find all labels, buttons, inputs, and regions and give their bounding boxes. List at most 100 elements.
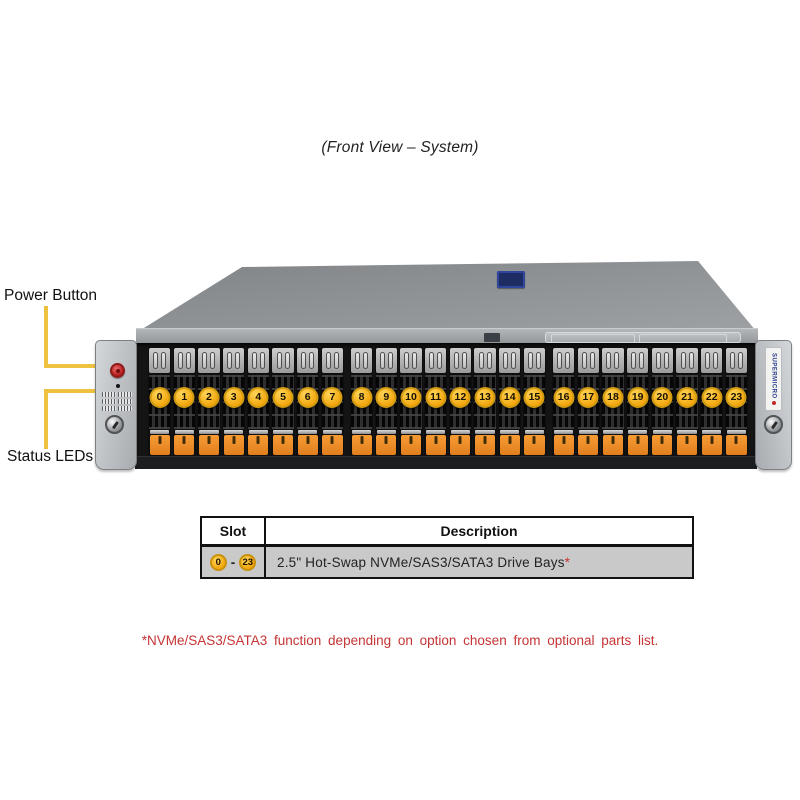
bezel-lock-left: [105, 415, 124, 434]
power-callout-line-horizontal: [44, 364, 102, 368]
description-cell: 2.5" Hot-Swap NVMe/SAS3/SATA3 Drive Bays…: [266, 547, 692, 577]
drive-bay-5: 5: [271, 346, 295, 456]
drive-slot-number: 14: [499, 386, 521, 408]
drive-handle: [425, 347, 447, 373]
drive-vent-grille: 23: [725, 374, 747, 429]
drive-vent-grille: 11: [425, 374, 447, 429]
bezel-label: [639, 334, 727, 343]
drive-release-bar: [273, 429, 293, 434]
handle-vent: [606, 351, 612, 369]
drive-slot-number: 23: [725, 386, 747, 408]
drive-handle: [627, 347, 649, 373]
power-button-label: Power Button: [4, 287, 98, 304]
drive-handle: [149, 347, 171, 373]
drive-bay-3: 3: [222, 346, 246, 456]
handle-vent: [511, 351, 517, 369]
drive-release-bar: [376, 429, 396, 434]
handle-vent: [614, 351, 620, 369]
drive-bay-13: 13: [473, 346, 497, 456]
drive-slot-number: 17: [577, 386, 599, 408]
drive-vent-grille: 13: [474, 374, 496, 429]
drive-latch: [553, 434, 574, 455]
handle-vent: [581, 351, 587, 369]
handle-vent: [309, 351, 315, 369]
led-indicator: [102, 405, 117, 411]
handle-vent: [680, 351, 686, 369]
drive-vent-grille: 12: [449, 374, 471, 429]
drive-handle: [499, 347, 521, 373]
handle-vent: [153, 351, 159, 369]
drive-bay-18: 18: [601, 346, 625, 456]
drive-slot-number: 4: [247, 386, 269, 408]
handle-vent: [655, 351, 661, 369]
drive-latch: [602, 434, 624, 455]
drive-slot-number: 10: [400, 386, 422, 408]
drive-bay-4: 4: [246, 346, 270, 456]
drive-slot-number: 0: [149, 386, 171, 408]
drive-release-bar: [652, 429, 672, 434]
handle-vent: [453, 351, 459, 369]
drive-slot-number: 12: [449, 386, 471, 408]
handle-vent: [284, 351, 290, 369]
drive-vent-grille: 10: [400, 374, 422, 429]
handle-vent: [251, 351, 257, 369]
drive-vent-grille: 3: [223, 374, 245, 429]
handle-vent: [631, 351, 637, 369]
handle-vent: [202, 351, 208, 369]
drive-slot-number: 9: [375, 386, 397, 408]
chassis-front-bezel: [136, 328, 758, 346]
drive-latch: [376, 434, 397, 455]
handle-vent: [437, 351, 443, 369]
drive-bay-8: 8: [350, 346, 374, 456]
drive-bay-20: 20: [650, 346, 674, 456]
handle-vent: [503, 351, 509, 369]
drive-release-bar: [578, 429, 598, 434]
drive-release-bar: [628, 429, 648, 434]
drive-vent-grille: 19: [627, 374, 649, 429]
handle-vent: [639, 351, 645, 369]
drive-latch: [272, 434, 294, 455]
drive-bay-9: 9: [374, 346, 398, 456]
drive-slot-number: 5: [272, 386, 294, 408]
drive-slot-number: 3: [223, 386, 245, 408]
drive-bay-22: 22: [700, 346, 724, 456]
drive-handle: [701, 347, 723, 373]
drive-handle: [321, 347, 343, 373]
status-leds-label: Status LEDs: [7, 448, 94, 465]
bezel-lock-right: [764, 415, 783, 434]
bezel-label: [551, 334, 635, 343]
drive-vent-grille: 6: [297, 374, 319, 429]
drive-release-bar: [224, 429, 244, 434]
handle-vent: [161, 351, 167, 369]
handle-vent: [259, 351, 265, 369]
slot-description-table: Slot Description 0 - 23 2.5" Hot-Swap NV…: [200, 516, 694, 579]
drive-slot-number: 21: [676, 386, 698, 408]
slot-from-badge: 0: [209, 553, 227, 571]
drive-latch: [676, 434, 698, 455]
drive-latch: [351, 434, 372, 455]
slot-range-cell: 0 - 23: [202, 547, 266, 577]
drive-bay-6: 6: [296, 346, 320, 456]
chassis-top-lid: [139, 261, 756, 331]
drive-vent-grille: 9: [375, 374, 397, 429]
brand-logo-text: SUPERMICRO: [770, 353, 777, 399]
drive-bay-21: 21: [675, 346, 699, 456]
drive-latch: [149, 434, 170, 455]
handle-vent: [729, 351, 735, 369]
drive-slot-number: 2: [198, 386, 220, 408]
table-data-row: 0 - 23 2.5" Hot-Swap NVMe/SAS3/SATA3 Dri…: [202, 547, 692, 577]
handle-vent: [379, 351, 385, 369]
drive-slot-number: 19: [627, 386, 649, 408]
handle-vent: [663, 351, 669, 369]
slot-range-separator: -: [230, 554, 236, 570]
drive-handle: [223, 347, 245, 373]
drive-slot-number: 18: [602, 386, 624, 408]
handle-vent: [486, 351, 492, 369]
drive-slot-number: 7: [321, 386, 343, 408]
power-button: [110, 363, 125, 378]
drive-release-bar: [475, 429, 495, 434]
drive-bay-23: 23: [724, 346, 748, 456]
